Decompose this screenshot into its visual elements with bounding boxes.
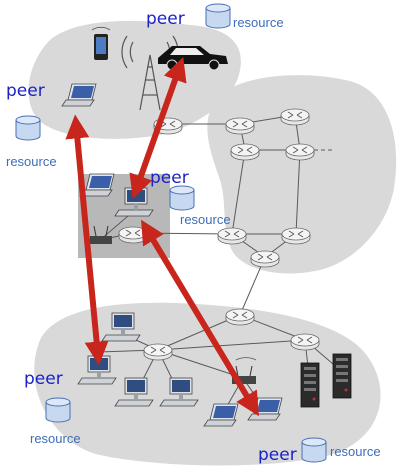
router-icon <box>225 308 255 326</box>
resource-database-icon <box>45 397 71 423</box>
resource-label-top: resource <box>233 15 284 30</box>
router-icon <box>230 143 260 161</box>
peer-label-top: peer <box>146 9 185 29</box>
resource-label-bottom-right: resource <box>330 444 381 459</box>
resource-label-mid: resource <box>180 212 231 227</box>
router-icon <box>225 117 255 135</box>
server-icon <box>300 362 320 408</box>
router-icon <box>280 108 310 126</box>
peer-label-bottom-left: peer <box>24 369 63 389</box>
p2p-arrow-car-to-home-laptop <box>129 56 187 200</box>
resource-database-icon <box>205 3 231 29</box>
resource-database-icon <box>15 115 41 141</box>
resource-database-icon <box>301 437 327 463</box>
router-icon <box>290 333 320 351</box>
peer-label-bottom-right: peer <box>258 445 297 465</box>
p2p-arrow-mobile-laptop-to-desktop <box>65 114 109 366</box>
router-icon <box>143 343 173 361</box>
p2p-arrows <box>65 56 259 417</box>
p2p-arrow-home-router-to-laptop <box>141 219 259 417</box>
resource-label-left: resource <box>6 154 57 169</box>
smartphone-icon <box>91 26 111 60</box>
router-icon <box>250 250 280 268</box>
router-icon <box>281 227 311 245</box>
peer-label-mid: peer <box>150 168 189 188</box>
router-icon <box>217 227 247 245</box>
router-icon <box>118 226 148 244</box>
resource-database-icon <box>169 185 195 211</box>
peer-label-left: peer <box>6 81 45 101</box>
router-icon <box>285 143 315 161</box>
resource-label-bottom-left: resource <box>30 431 81 446</box>
server-icon <box>332 353 352 399</box>
